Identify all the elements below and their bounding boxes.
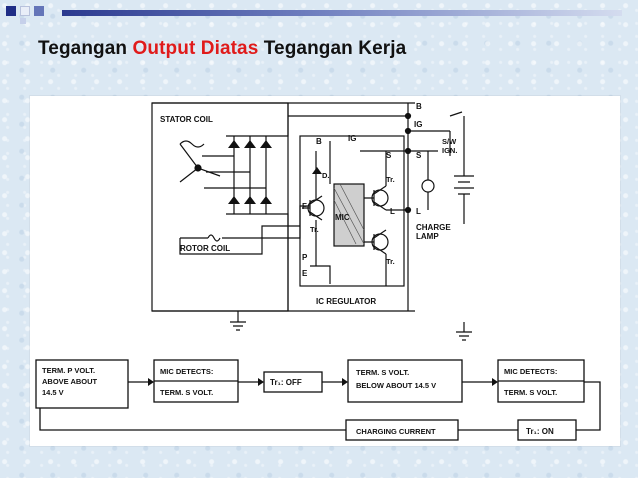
flow-box-1 [35,359,129,409]
arrowhead [342,378,348,386]
term-ig-label: IG [348,134,356,143]
term-l-label: L [416,207,421,216]
title-decoration [0,0,638,26]
flow-box-6 [345,419,459,441]
ic-regulator-box [299,135,405,287]
arrowhead [148,378,154,386]
flow-box-3 [263,371,323,393]
deco-square [20,6,30,16]
arrowhead [258,378,264,386]
flow-box-1-line-1: TERM. P VOLT. [42,366,95,375]
tr1-leads [302,195,323,221]
title-highlight: Output Diatas [132,38,259,59]
diode-d-label: D. [322,171,330,180]
flow-box-1-line-2: ABOVE ABOUT [42,377,98,386]
diode-d-symbol [312,167,322,174]
rotor-coil-label: ROTOR COIL [180,244,230,253]
stator-leads [202,155,266,189]
circuit-diagram: STATOR COIL ROTOR COIL IC REGULATOR MIC … [35,102,601,441]
mic-block [333,183,365,247]
battery [454,175,474,195]
deco-square [6,6,16,16]
flow-box-4-line-1: TERM. S VOLT. [356,368,409,377]
tr2-leads [364,185,387,211]
switch-wiring [408,116,465,176]
flow-box-6-text: CHARGING CURRENT [356,427,436,436]
term-l-inner-label: L [390,207,395,216]
ground-2 [456,322,472,341]
term-e-label: E [302,269,308,278]
sw-ign-label-2: IGN. [442,146,457,155]
term-s-top-label: S [416,151,422,160]
wiring [151,102,474,341]
mic-hatch [333,183,365,245]
tr3-label: Tr. [386,257,395,266]
charge-lamp-label-1: CHARGE [416,223,451,232]
arrowhead [492,378,498,386]
rotor-winding [207,234,221,242]
rectifier-diodes [228,140,322,204]
tr1-label: Tr. [310,225,319,234]
term-s-label: S [386,151,392,160]
flow-box-7 [517,419,577,441]
upper-diodes [228,140,272,148]
term-b-top-label: B [416,102,422,111]
circuit-figure: STATOR COIL ROTOR COIL IC REGULATOR MIC … [30,96,620,446]
b-line [276,103,408,137]
flow-box-4-line-2: BELOW ABOUT 14.5 V [356,381,436,390]
slide-title: Tegangan Output Diatas Tegangan Kerja [38,38,406,60]
arrow-5-7 [576,381,601,431]
deco-bar [62,10,622,16]
mic-label: MIC [335,213,350,222]
flow-box-4 [347,359,463,403]
flow-box-7-text: Tr₁: ON [526,427,554,436]
flow-box-3-text: Tr₁: OFF [270,378,302,387]
lower-diodes [228,196,272,204]
sw-ign-label-1: S/W [442,137,457,146]
frame-lines [152,102,415,312]
term-f-label: F [302,202,307,211]
flow-box-1-line-3: 14.5 V [42,388,64,397]
charge-lamp-label-2: LAMP [416,232,439,241]
ground-1 [230,311,246,331]
deco-square [34,6,44,16]
ign-switch [449,111,463,117]
node-l [404,206,412,214]
title-part-3: Tegangan Kerja [263,38,407,59]
flow-box-5-line-1: MIC DETECTS: [504,367,557,376]
rotor-loop [179,225,300,255]
rectifier-bus [226,135,276,215]
flow-box-2-line-1: MIC DETECTS: [160,367,213,376]
stator-winding [179,140,221,183]
ground-bus [276,213,289,311]
tr2-label: Tr. [386,175,395,184]
term-p-label: P [302,253,308,262]
node-b [404,112,412,120]
flow-boxes [35,359,585,441]
stator-coil-label: STATOR COIL [160,115,213,124]
title-part-1: Tegangan [38,38,128,59]
flow-box-5-line-2: TERM. S VOLT. [504,388,557,397]
flow-box-2-line-2: TERM. S VOLT. [160,388,213,397]
term-b-label: B [316,137,322,146]
tr3-leads [364,229,387,255]
ic-inner-wiring [310,141,408,286]
charge-lamp [421,179,435,193]
stator-star-point [194,164,202,172]
ic-regulator-label: IC REGULATOR [316,297,376,306]
deco-square [20,18,26,24]
term-ig-top-label: IG [414,120,422,129]
stator-box [151,102,289,312]
